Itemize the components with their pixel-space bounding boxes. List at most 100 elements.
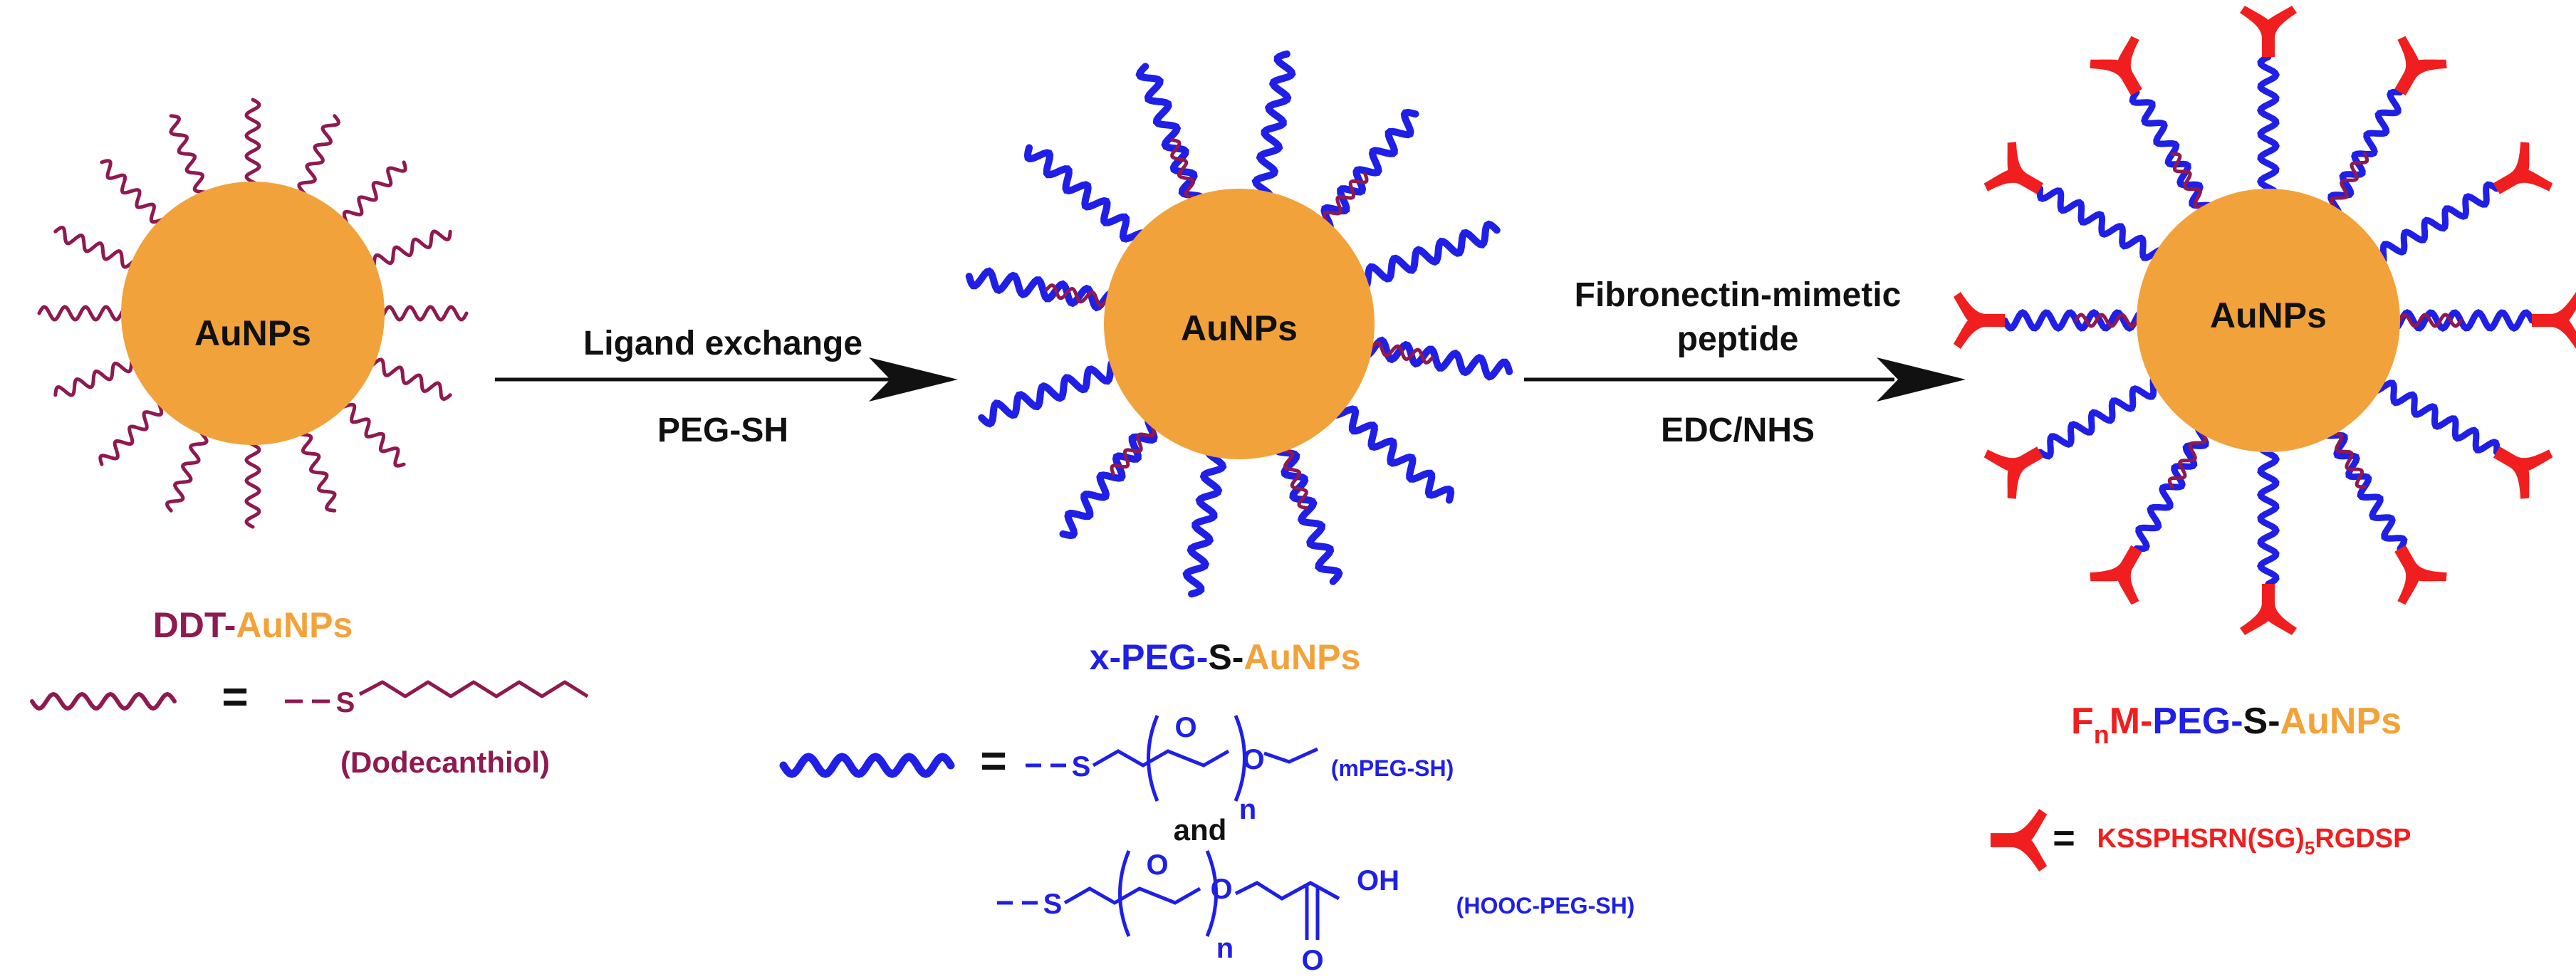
reaction-arrow-2 — [1524, 357, 1966, 402]
peg-peptide-ligand — [2257, 53, 2280, 203]
gold-nanoparticle-core-1 — [121, 182, 385, 445]
ddt-ligand — [363, 229, 452, 273]
mpeg-chain — [1092, 747, 1319, 768]
peptide-ligand-symbol — [1991, 809, 2048, 871]
peg-ligand — [1358, 336, 1513, 381]
residual-ddt-ligand — [2074, 313, 2149, 328]
step-1-reagent-above: Ligand exchange — [583, 325, 862, 362]
hooc-oxygen-atom-carbonyl: O — [1301, 945, 1323, 976]
peptide-head-icon — [1991, 809, 2048, 871]
peg-ligand — [1315, 108, 1419, 234]
ddt-alkyl-chain — [358, 680, 589, 698]
peptide-head — [2090, 36, 2142, 96]
ddt-ligand — [244, 432, 261, 529]
reaction-arrow-1 — [495, 357, 958, 402]
caption-fnm-peg-s-aunps: FnM-PEG-S-AuNPs — [2071, 701, 2402, 749]
peg-ligand — [965, 267, 1120, 312]
hooc-hydroxyl: OH — [1357, 865, 1399, 896]
peptide-head — [2090, 545, 2142, 605]
step-1-reagent-below: PEG-SH — [657, 412, 788, 449]
legend-peptide: = KSSPHSRN(SG)5RGDSP — [1991, 809, 2411, 871]
mpeg-repeat-n: n — [1239, 794, 1256, 825]
core-label-3: AuNPs — [2210, 295, 2327, 335]
ddt-sulfur-atom: S — [336, 687, 355, 718]
ddt-ligand — [37, 305, 134, 322]
ddt-ligand — [372, 305, 469, 322]
step-2-reagent-above-line-2: peptide — [1677, 320, 1799, 358]
mpeg-oxygen-atom-repeat: O — [1174, 712, 1196, 743]
peptide-head — [2240, 584, 2297, 635]
mpeg-repeat-bracket-right — [1234, 715, 1246, 802]
ddt-ligand — [363, 357, 452, 402]
peptide-head — [2394, 36, 2447, 96]
residual-ddt-ligand — [1044, 283, 1119, 308]
legend-and: and — [1174, 813, 1227, 847]
peptide-head — [1954, 292, 2005, 349]
hooc-carbonyl — [1305, 886, 1320, 940]
step-2-reagent-above-line-1: Fibronectin-mimetic — [1575, 276, 1902, 314]
ddt-ligand — [335, 397, 406, 468]
legend-hooc-name: (HOOC-PEG-SH) — [1456, 893, 1635, 918]
legend-peptide-equals: = — [2053, 817, 2075, 859]
peg-ligand — [1251, 50, 1296, 205]
peg-peptide-ligand — [2369, 377, 2501, 456]
peg-peptide-ligand — [2369, 181, 2500, 268]
peptide-head — [2240, 6, 2297, 57]
residual-ddt-ligand — [2170, 152, 2213, 218]
peg-ligand — [1135, 63, 1207, 211]
ddt-ligand — [293, 423, 337, 513]
core-label-2: AuNPs — [1181, 308, 1298, 348]
hooc-oxygen-atom-repeat: O — [1146, 849, 1168, 881]
residual-ddt-ligand — [1318, 172, 1369, 231]
ddt-ligand — [165, 423, 209, 513]
hooc-repeat-bracket-right — [1205, 850, 1218, 937]
mpeg-repeat-bracket-left — [1147, 715, 1159, 802]
hooc-repeat-n: n — [1216, 933, 1234, 964]
residual-ddt-ligand — [1170, 138, 1202, 209]
ddt-ligand — [169, 114, 213, 204]
ddt-ligand — [244, 98, 261, 194]
peg-peptide-ligand — [2257, 438, 2280, 587]
peg-ligand — [1271, 437, 1343, 585]
residual-ddt-ligand — [1360, 340, 1434, 365]
residual-ddt-ligand — [2327, 152, 2369, 218]
residual-ddt-ligand — [2324, 423, 2367, 489]
peptide-head — [2532, 292, 2576, 349]
peg-ligand — [1059, 414, 1163, 540]
legend-ddt: = S (Dodecanthiol) — [30, 671, 589, 779]
core-label-1: AuNPs — [194, 313, 311, 353]
ddt-ligand — [336, 160, 407, 231]
residual-ddt-ligand — [1276, 439, 1308, 510]
peptide-head — [1983, 446, 2044, 499]
gold-nanoparticle-core-2 — [1104, 189, 1375, 459]
residual-ddt-ligand — [2167, 423, 2210, 489]
ddt-ligand — [100, 159, 171, 230]
peg-ligand — [1352, 220, 1501, 292]
ddt-ligand — [53, 225, 143, 269]
peg-ligand — [1023, 144, 1149, 248]
ddt-wavy-symbol — [30, 691, 177, 711]
peptide-head — [1983, 142, 2044, 194]
mpeg-sulfur-atom: S — [1072, 751, 1091, 782]
ddt-ligand — [53, 353, 143, 397]
legend-peg-equals: = — [980, 735, 1006, 786]
hooc-sulfur-atom: S — [1043, 889, 1063, 920]
ddt-ligand — [297, 114, 341, 204]
legend-mpeg-name: (mPEG-SH) — [1331, 755, 1454, 781]
step-2-reagent-below: EDC/NHS — [1661, 412, 1815, 449]
peptide-head — [2394, 545, 2447, 605]
caption-ddt-aunps: DDT-AuNPs — [153, 605, 353, 645]
peg-ligand — [1329, 400, 1455, 504]
gold-nanoparticle-core-3 — [2137, 189, 2400, 452]
legend-peptide-sequence: KSSPHSRN(SG)5RGDSP — [2097, 824, 2411, 859]
hooc-repeat-bracket-left — [1118, 850, 1131, 937]
peg-ligand-shell — [965, 50, 1513, 598]
legend-ddt-equals: = — [221, 671, 248, 722]
residual-ddt-ligand — [1110, 417, 1161, 476]
legend-ddt-name: (Dodecanthiol) — [340, 745, 550, 779]
ddt-ligand-shell — [37, 98, 469, 529]
peg-ligand — [1182, 443, 1227, 598]
legend-peg: = S O O n (mPEG-SH) and S O O O OH n (HO… — [779, 712, 1635, 976]
peptide-head — [2493, 142, 2553, 194]
peptide-head — [2493, 446, 2553, 499]
